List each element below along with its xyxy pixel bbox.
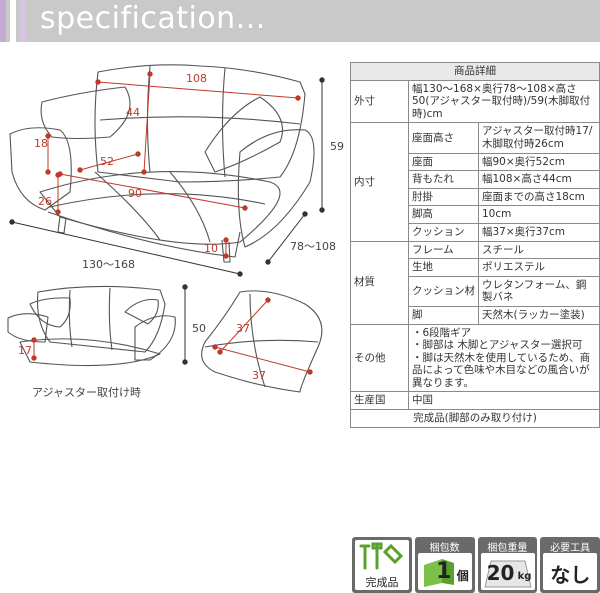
required-tools-value: なし: [550, 563, 591, 587]
other-note-line: ・脚は天然木を使用しているため、商品によって色味や木目などの風合いが異なります。: [412, 351, 591, 389]
sofa-left-arm: [9, 127, 72, 211]
inner-row-label: 肘掛: [408, 187, 479, 207]
material-row-label: 生地: [408, 258, 479, 277]
sofa-back: [94, 64, 306, 183]
material-row-label: 脚: [408, 305, 479, 325]
adjuster-caption: アジャスター取付け時: [32, 386, 142, 399]
required-tools-badge: 必要工具 なし: [540, 537, 600, 593]
dim-seat-width: 90: [128, 187, 142, 200]
dim-seat-height: 26: [38, 195, 52, 208]
package-weight-value: 20: [486, 561, 515, 585]
dim-seat-depth: 52: [100, 155, 114, 168]
spec-title: 商品詳細: [350, 62, 600, 81]
spec-table: 商品詳細 外寸 幅130～168×奥行78～108×高さ50(アジャスター取付時…: [350, 62, 600, 428]
box-icon: [423, 559, 454, 587]
adjuster-sofa-seat: [19, 338, 161, 367]
package-count-title: 梱包数: [429, 543, 460, 554]
inner-row-value: 幅90×奥行52cm: [478, 152, 600, 172]
sofa-seat: [39, 171, 281, 245]
material-label: 材質: [350, 240, 409, 325]
dim-adjuster-arm: 17: [18, 344, 32, 357]
header-stripes: [0, 0, 30, 42]
origin-value: 中国: [408, 391, 600, 411]
inner-row-label: 座面: [408, 152, 479, 172]
other-label: その他: [350, 323, 409, 393]
dim-back-height: 44: [126, 106, 140, 119]
material-row-label: クッション材: [408, 275, 479, 307]
complete-product-label: 完成品: [365, 576, 399, 589]
sofa-drawing: 108 44 18 52 90 26 10 59 78～108 130～168 …: [7, 64, 344, 393]
other-note-line: ・脚部は 木脚とアジャスター選択可: [412, 339, 583, 352]
dim-cushion-b: 37: [252, 369, 266, 382]
dim-top-width: 108: [186, 72, 207, 85]
sofa-right-arm: [237, 129, 315, 248]
inner-size-label: 内寸: [350, 122, 409, 242]
other-notes: ・6段階ギア ・脚部は 木脚とアジャスター選択可 ・脚は天然木を使用しているため…: [408, 323, 600, 393]
sofa-leg: [221, 239, 231, 263]
tools-icon: [359, 542, 404, 570]
inner-row-value: アジャスター取付時17/木脚取付時26cm: [478, 122, 600, 154]
dim-adjuster-height: 50: [192, 322, 206, 335]
required-tools-title: 必要工具: [550, 543, 591, 554]
dim-arm-height: 18: [34, 137, 48, 150]
sofa-cushion-left: [40, 86, 131, 140]
dim-leg-height: 10: [204, 242, 218, 255]
info-icons: 完成品 梱包数 1 個 梱包重量 20 kg 必要工具 なし: [352, 537, 600, 593]
outer-size-value: 幅130～168×奥行78～108×高さ50(アジャスター取付時)/59(木脚取…: [408, 79, 600, 124]
inner-row-label: 座面高さ: [408, 122, 479, 154]
inner-row-label: 背もたれ: [408, 170, 479, 189]
weight-icon: [483, 560, 532, 588]
package-weight-badge: 梱包重量 20 kg: [477, 537, 538, 593]
package-weight-unit: kg: [517, 571, 532, 582]
material-row-value: スチール: [478, 240, 600, 260]
material-row-value: 天然木(ラッカー塗装): [478, 305, 600, 325]
cushion-drawing: [201, 290, 323, 393]
header-banner: specification...: [0, 0, 600, 42]
material-row-value: ポリエステル: [478, 258, 600, 277]
inner-row-value: 座面までの高さ18cm: [478, 187, 600, 207]
assembly-note: 完成品(脚部のみ取り付け): [350, 409, 600, 428]
material-row-value: ウレタンフォーム、鋼製バネ: [478, 275, 600, 307]
inner-row-value: 幅37×奥行37cm: [478, 222, 600, 242]
package-count-value: 1: [436, 559, 452, 584]
complete-product-badge: 完成品: [352, 537, 412, 593]
dim-total-height: 59: [330, 140, 344, 153]
adjuster-sofa-back: [36, 285, 166, 353]
inner-row-label: 脚高: [408, 205, 479, 224]
inner-row-label: クッション: [408, 222, 479, 242]
inner-row-value: 10cm: [478, 205, 600, 224]
outer-size-label: 外寸: [350, 79, 409, 124]
package-count-badge: 梱包数 1 個: [414, 537, 475, 593]
page-title: specification...: [40, 1, 266, 36]
dim-cushion-a: 37: [236, 322, 250, 335]
package-count-unit: 個: [456, 569, 469, 583]
package-weight-title: 梱包重量: [487, 543, 528, 554]
sofa-cushion-right: [204, 96, 284, 173]
inner-row-value: 幅108×高さ44cm: [478, 170, 600, 189]
other-note-line: ・6段階ギア: [412, 326, 472, 339]
origin-label: 生産国: [350, 391, 409, 411]
material-row-label: フレーム: [408, 240, 479, 260]
dim-depth-range: 78～108: [290, 240, 336, 253]
dim-width-range: 130～168: [82, 258, 135, 271]
